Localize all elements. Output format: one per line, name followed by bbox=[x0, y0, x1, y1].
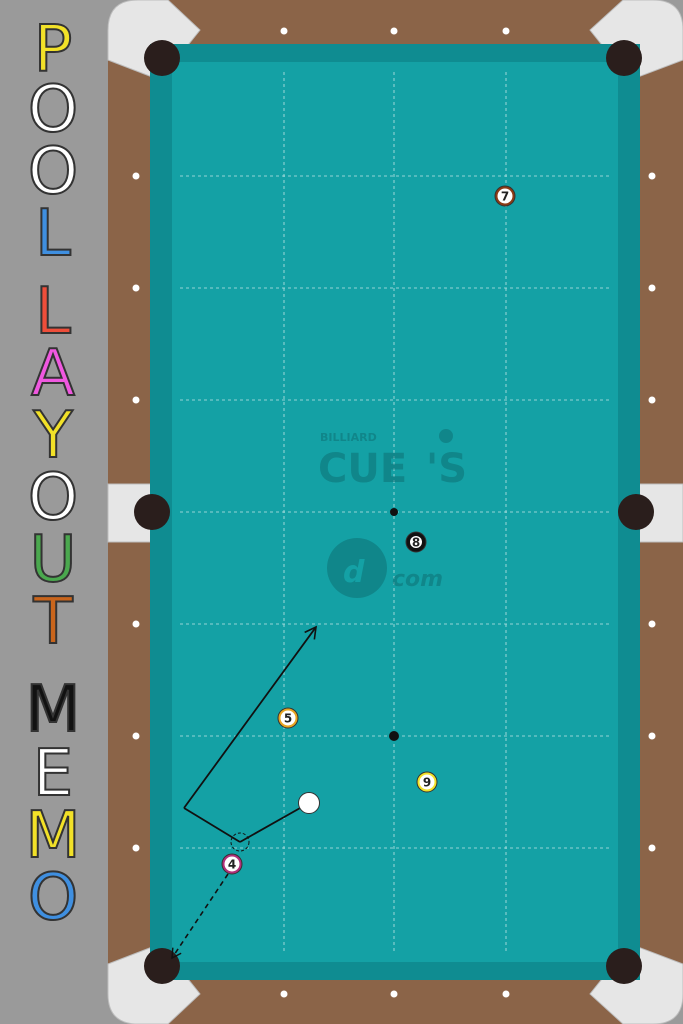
ball-4-icon: 4 bbox=[221, 853, 243, 875]
title-letter: P bbox=[33, 13, 74, 87]
ball-5-number: 5 bbox=[284, 712, 292, 726]
pocket-bottom-left bbox=[144, 948, 180, 984]
diamond-marker bbox=[132, 732, 140, 740]
ghost-ball bbox=[230, 832, 250, 852]
diamond-marker bbox=[132, 172, 140, 180]
head-spot bbox=[389, 731, 399, 741]
title-letter: M bbox=[24, 799, 81, 873]
title-letter: A bbox=[30, 337, 76, 411]
ball-5-icon: 5 bbox=[277, 707, 299, 729]
title-letter: M bbox=[24, 673, 81, 747]
object-ball-path bbox=[171, 873, 229, 960]
diamond-marker bbox=[648, 396, 656, 404]
diamond-marker bbox=[132, 620, 140, 628]
svg-text:d: d bbox=[343, 555, 365, 590]
ball-8-icon: 8 bbox=[405, 531, 427, 553]
diamond-marker bbox=[648, 284, 656, 292]
diamond-marker bbox=[648, 172, 656, 180]
diamond-marker bbox=[132, 844, 140, 852]
pocket-top-left bbox=[144, 40, 180, 76]
cue-path-segment-1 bbox=[239, 802, 310, 843]
title-letter: E bbox=[32, 737, 74, 811]
logo-circle-icon bbox=[327, 538, 387, 598]
title-letter: O bbox=[27, 861, 79, 935]
cue-path-arrow bbox=[183, 625, 317, 809]
pocket-bottom-right bbox=[606, 948, 642, 984]
logo-main-text: CUE bbox=[318, 446, 407, 492]
title-letter: U bbox=[29, 523, 78, 597]
title-letter: L bbox=[34, 275, 72, 349]
diamond-marker bbox=[390, 27, 398, 35]
ball-4-number: 4 bbox=[228, 858, 236, 872]
ball-8-number: 8 bbox=[412, 536, 420, 550]
title-background bbox=[0, 0, 106, 1024]
logo-small-text: BILLIARD bbox=[320, 431, 377, 444]
diamond-marker bbox=[648, 844, 656, 852]
logo-domain-text: com bbox=[392, 567, 443, 592]
title-letter: Y bbox=[32, 399, 73, 473]
title-letter: O bbox=[27, 73, 79, 147]
ball-7-number: 7 bbox=[501, 190, 509, 204]
pocket-top-right bbox=[606, 40, 642, 76]
cues-logo: BILLIARD CUE 'S d com bbox=[318, 429, 467, 598]
rail-diamonds bbox=[132, 27, 656, 998]
logo-suffix-text: 'S bbox=[426, 446, 467, 492]
diamond-marker bbox=[648, 620, 656, 628]
pocket-mid-left bbox=[134, 494, 170, 530]
cue-path-segment-2 bbox=[183, 807, 241, 843]
diamond-marker bbox=[648, 732, 656, 740]
diamond-marker bbox=[390, 990, 398, 998]
diamond-marker bbox=[280, 27, 288, 35]
title-letter: O bbox=[27, 461, 79, 535]
shot-path bbox=[171, 625, 317, 960]
ball-9-icon: 9 bbox=[416, 771, 438, 793]
pockets bbox=[134, 40, 654, 984]
balls: 7 8 5 9 4 bbox=[221, 185, 516, 875]
ball-7-icon: 7 bbox=[494, 185, 516, 207]
title-letter: T bbox=[32, 585, 73, 659]
diamond-marker bbox=[502, 27, 510, 35]
ball-9-number: 9 bbox=[423, 776, 431, 790]
diamond-marker bbox=[280, 990, 288, 998]
diamond-marker bbox=[502, 990, 510, 998]
diamond-marker bbox=[132, 396, 140, 404]
diamond-marker bbox=[132, 284, 140, 292]
cue-ball-icon bbox=[298, 792, 320, 814]
title-letter: L bbox=[34, 197, 72, 271]
pocket-mid-right bbox=[618, 494, 654, 530]
title-letter: O bbox=[27, 135, 79, 209]
foot-spot bbox=[390, 508, 398, 516]
